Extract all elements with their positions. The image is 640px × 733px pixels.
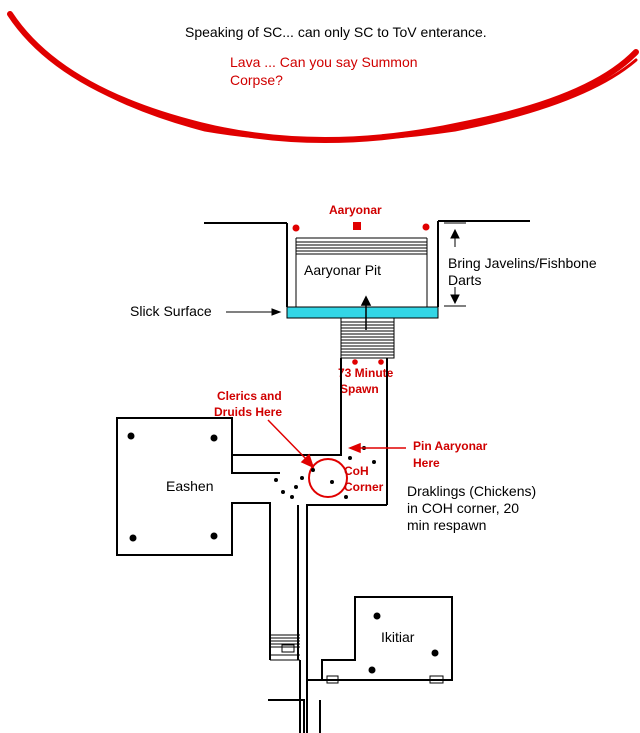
ikitiar-spot-bl: [368, 666, 376, 674]
aaryonar-marker: [353, 222, 361, 230]
slick-surface-bar: [286, 306, 439, 319]
spawn-label-line2: Spawn: [340, 382, 379, 396]
aaryonar-label: Aaryonar: [329, 203, 382, 217]
top-walls: [204, 220, 530, 224]
coh-circle: [308, 458, 348, 498]
clerics-arrow: [267, 419, 315, 469]
sc-note: Speaking of SC... can only SC to ToV ent…: [185, 24, 487, 40]
draklings-note-line1: Draklings (Chickens): [407, 483, 536, 499]
spawn-spot-left: [352, 359, 358, 365]
eashen-spot-tl: [127, 432, 135, 440]
spawn-spot-right: [378, 359, 384, 365]
aaryonar-pit-label: Aaryonar Pit: [304, 262, 381, 278]
pin-label-line2: Here: [413, 456, 440, 470]
ikitiar-spot-r: [431, 649, 439, 657]
ikitiar-room: [307, 596, 453, 684]
pit-spot-left: [292, 224, 300, 232]
bottom-walls: [268, 699, 321, 733]
bring-note-line1: Bring Javelins/Fishbone: [448, 255, 597, 271]
corridor-walls: [231, 358, 388, 733]
bring-note-line2: Darts: [448, 272, 481, 288]
coh-label-line1: CoH: [344, 464, 369, 478]
pin-arrow: [347, 442, 406, 454]
drakling-spots: [274, 446, 376, 499]
lava-note-line1: Lava ... Can you say Summon: [230, 54, 418, 70]
ramp-stairs: [340, 317, 395, 359]
eashen-room: [116, 417, 233, 556]
pit-spot-right: [422, 223, 430, 231]
clerics-label-line2: Druids Here: [214, 405, 282, 419]
height-dimension: [444, 222, 466, 307]
slick-surface-pointer: [226, 308, 282, 316]
eashen-spot-bl: [129, 534, 137, 542]
ikitiar-label: Ikitiar: [381, 629, 415, 645]
eashen-spot-tr: [210, 434, 218, 442]
lava-arc: [7, 11, 639, 143]
ikitiar-spot-tl: [373, 612, 381, 620]
draklings-note-line3: min respawn: [407, 517, 486, 533]
slick-surface-label: Slick Surface: [130, 303, 212, 319]
coh-label-line2: Corner: [344, 480, 384, 494]
lava-note-line2: Corpse?: [230, 72, 283, 88]
eashen-spot-br: [210, 532, 218, 540]
eashen-label: Eashen: [166, 478, 213, 494]
aaryonar-pit-room: [286, 221, 439, 307]
pin-label-line1: Pin Aaryonar: [413, 439, 488, 453]
draklings-note-line2: in COH corner, 20: [407, 500, 519, 516]
spawn-label-line1: 73 Minute: [338, 366, 394, 380]
lower-stairs: [270, 634, 300, 661]
clerics-label-line1: Clerics and: [217, 389, 282, 403]
